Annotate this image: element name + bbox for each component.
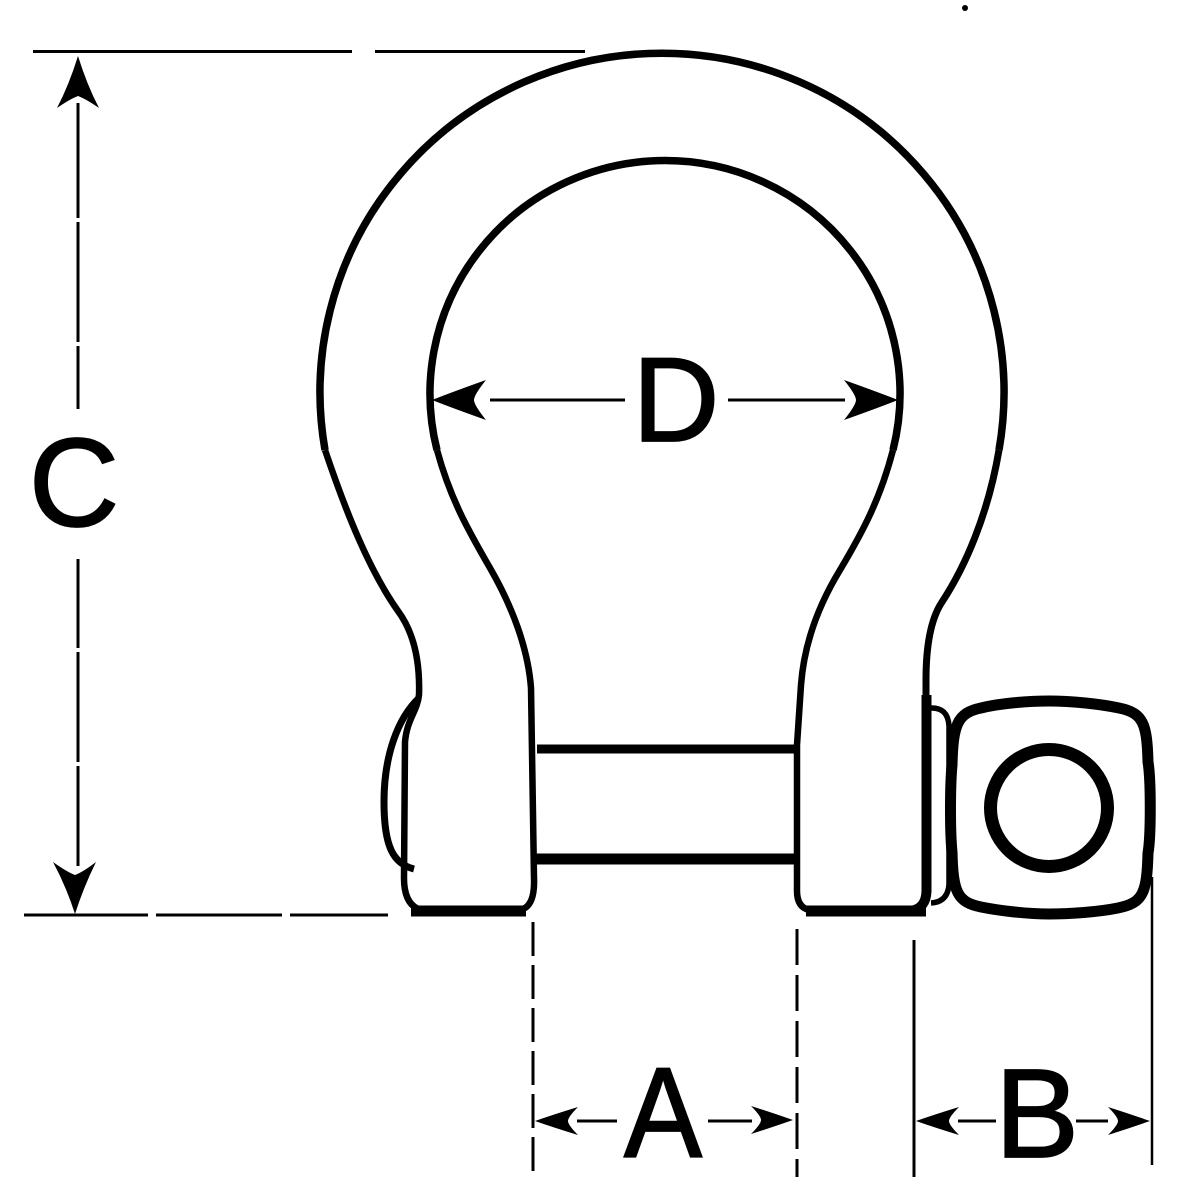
svg-text:B: B: [995, 1043, 1079, 1184]
svg-text:C: C: [29, 414, 119, 553]
svg-text:A: A: [624, 1042, 703, 1185]
svg-text:D: D: [633, 333, 720, 467]
